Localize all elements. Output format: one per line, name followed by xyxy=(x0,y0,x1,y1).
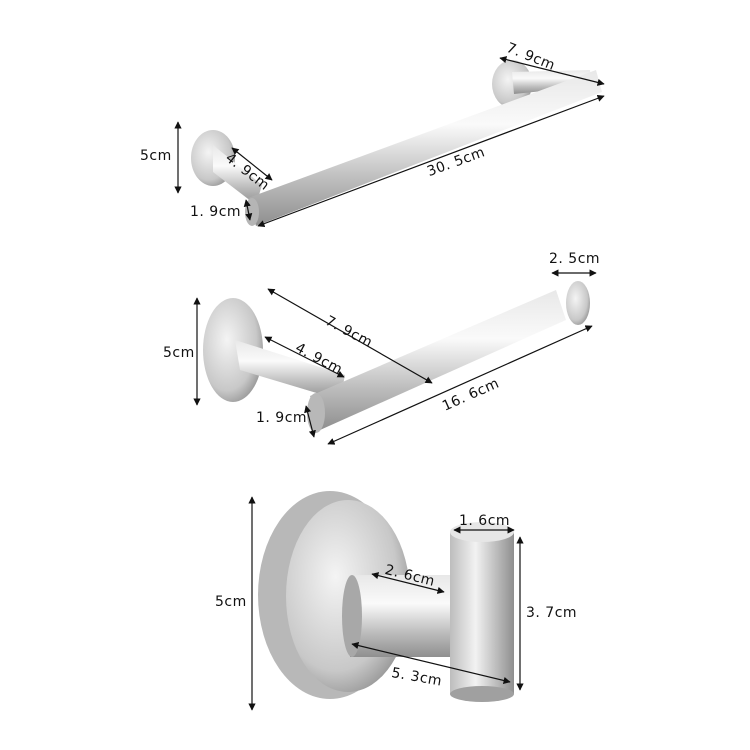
tp-holder-dimension-lines xyxy=(193,269,597,445)
towel-bar-base-height-label: 5cm xyxy=(140,148,172,164)
robe-hook-base-height-label: 5cm xyxy=(215,594,247,610)
towel-bar-illustration xyxy=(191,60,602,226)
tp-holder-end-cap-label: 2. 5cm xyxy=(549,251,601,267)
towel-bar-rod xyxy=(248,70,602,226)
robe-hook-arm xyxy=(350,575,450,657)
tp-holder-base-height-label: 5cm xyxy=(163,345,195,361)
tp-holder-rod xyxy=(310,290,566,430)
robe-hook-height-label: 3. 7cm xyxy=(526,605,578,621)
tp-holder-base xyxy=(203,298,263,402)
tp-holder-diameter-label: 1. 9cm xyxy=(256,410,308,426)
towel-bar-dimension-lines xyxy=(174,56,605,228)
towel-bar-diameter-label: 1. 9cm xyxy=(190,204,242,220)
robe-hook-top-diameter-label: 1. 6cm xyxy=(459,513,511,529)
tp-holder-end-cap xyxy=(566,281,590,325)
robe-hook-dimension-lines xyxy=(248,496,524,711)
